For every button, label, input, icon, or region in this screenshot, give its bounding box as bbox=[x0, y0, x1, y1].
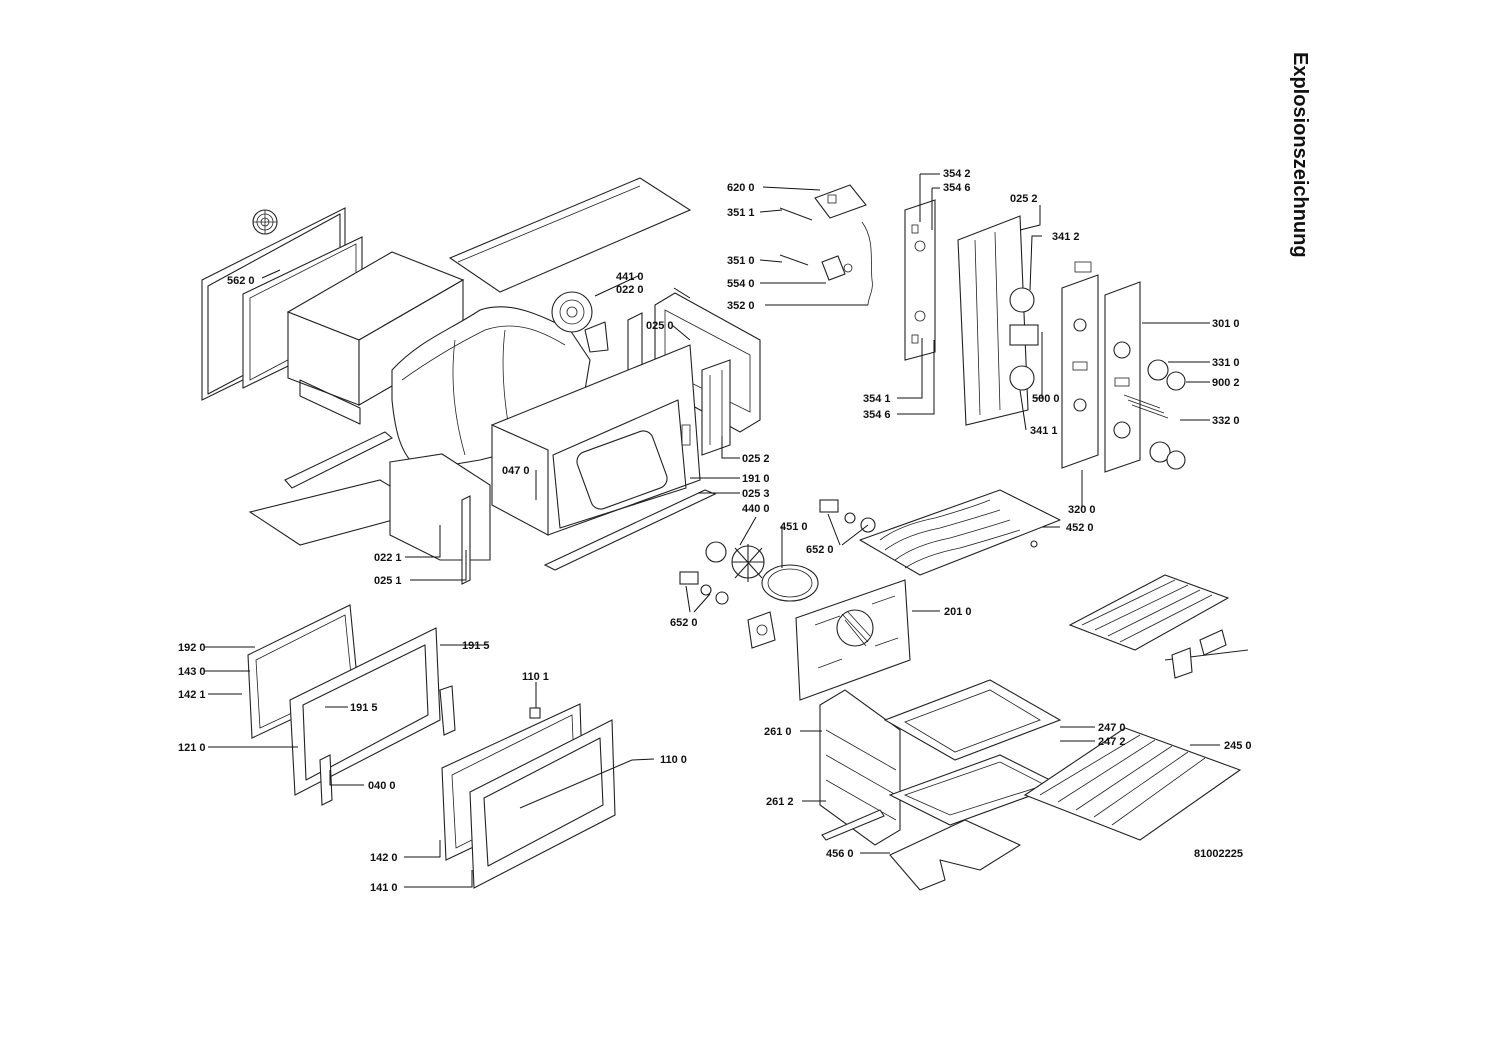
part-label: 110 0 bbox=[660, 754, 687, 766]
part-label: 022 0 bbox=[616, 284, 644, 296]
part-label: 351 0 bbox=[727, 255, 755, 267]
part-label: 620 0 bbox=[727, 182, 755, 194]
part-label: 320 0 bbox=[1068, 504, 1096, 516]
drawing-title: Explosionszeichnung bbox=[1289, 52, 1311, 258]
fan-cover-part bbox=[795, 579, 911, 701]
glass-fascia-part bbox=[1104, 281, 1141, 473]
part-label: 245 0 bbox=[1224, 740, 1252, 752]
roasting-pan-part bbox=[883, 679, 1062, 761]
part-label: 022 1 bbox=[374, 552, 402, 564]
part-label: 500 0 bbox=[1032, 393, 1060, 405]
part-label: 192 0 bbox=[178, 642, 206, 654]
part-label: 142 1 bbox=[178, 689, 206, 701]
part-label: 351 1 bbox=[727, 207, 755, 219]
part-label: 025 2 bbox=[1010, 193, 1038, 205]
part-label: 332 0 bbox=[1212, 415, 1240, 427]
control-bracket-part bbox=[904, 199, 936, 361]
part-label: 352 0 bbox=[727, 300, 755, 312]
door-frame-part bbox=[289, 627, 456, 806]
bottom-element-part bbox=[889, 819, 1021, 891]
bottom-rail-part bbox=[543, 489, 717, 571]
floor-plate-part bbox=[248, 431, 432, 546]
cable-part bbox=[861, 221, 873, 306]
control-knob-part bbox=[1123, 359, 1186, 470]
part-label: 191 5 bbox=[462, 640, 490, 652]
part-label: 900 2 bbox=[1212, 377, 1240, 389]
part-label: 040 0 bbox=[368, 780, 396, 792]
part-label: 025 2 bbox=[742, 453, 770, 465]
thermostat-part bbox=[747, 611, 776, 649]
door-outer-part bbox=[469, 719, 633, 889]
part-label: 456 0 bbox=[826, 848, 854, 860]
drawing-number: 81002225 bbox=[1194, 848, 1243, 860]
part-label: 142 0 bbox=[370, 852, 398, 864]
wire-shelf-part bbox=[1023, 727, 1242, 841]
part-label: 261 0 bbox=[764, 726, 792, 738]
outer-housing-part bbox=[286, 251, 465, 425]
part-label: 441 0 bbox=[616, 271, 644, 283]
part-label: 025 3 bbox=[742, 488, 770, 500]
part-label: 025 1 bbox=[374, 575, 402, 587]
upper-grid-part bbox=[1068, 574, 1230, 651]
part-label: 652 0 bbox=[806, 544, 834, 556]
grill-element-part bbox=[859, 489, 1061, 576]
part-label: 141 0 bbox=[370, 882, 398, 894]
side-rail-part bbox=[701, 359, 731, 456]
oven-parts-artwork bbox=[201, 177, 1249, 891]
part-label: 247 2 bbox=[1098, 736, 1126, 748]
part-label: 440 0 bbox=[742, 503, 770, 515]
ring-element-part bbox=[761, 564, 819, 602]
part-label: 143 0 bbox=[178, 666, 206, 678]
part-number-labels: 562 0 441 0 022 0 025 0 025 2 191 0 025 … bbox=[178, 168, 1252, 894]
side-panel-part bbox=[389, 453, 491, 585]
toggle-switch-part bbox=[779, 207, 813, 266]
skewer-part bbox=[1164, 629, 1249, 679]
part-label: 121 0 bbox=[178, 742, 206, 754]
part-label: 354 2 bbox=[943, 168, 971, 180]
part-label: 301 0 bbox=[1212, 318, 1240, 330]
part-label: 191 0 bbox=[742, 473, 770, 485]
control-module-part bbox=[814, 184, 867, 219]
rotary-switch-part bbox=[821, 255, 853, 281]
part-label: 201 0 bbox=[944, 606, 972, 618]
part-label: 451 0 bbox=[780, 521, 808, 533]
fan-blade-part bbox=[705, 541, 765, 582]
part-label: 652 0 bbox=[670, 617, 698, 629]
top-cover-part bbox=[448, 177, 692, 293]
part-label: 354 6 bbox=[863, 409, 891, 421]
front-fascia-part bbox=[1061, 261, 1099, 469]
fan-guard-part bbox=[252, 209, 278, 235]
part-label: 562 0 bbox=[227, 275, 255, 287]
part-label: 025 0 bbox=[646, 320, 674, 332]
part-label: 047 0 bbox=[502, 465, 530, 477]
control-frame-part bbox=[957, 215, 1039, 426]
part-label: 554 0 bbox=[727, 278, 755, 290]
hinge-part bbox=[529, 707, 541, 719]
part-label: 247 0 bbox=[1098, 722, 1126, 734]
fan-motor-part bbox=[551, 291, 609, 353]
part-label: 331 0 bbox=[1212, 357, 1240, 369]
part-label: 341 1 bbox=[1030, 425, 1058, 437]
leader-lines bbox=[205, 173, 1220, 888]
oven-cavity-part bbox=[491, 344, 701, 536]
side-rack-part bbox=[819, 689, 901, 846]
part-label: 110 1 bbox=[522, 671, 549, 683]
part-label: 354 6 bbox=[943, 182, 971, 194]
switch-set-part bbox=[679, 571, 729, 605]
part-label: 452 0 bbox=[1066, 522, 1094, 534]
part-label: 191 5 bbox=[350, 702, 378, 714]
part-label: 261 2 bbox=[766, 796, 794, 808]
shelf-rail-part bbox=[821, 809, 885, 841]
part-label: 354 1 bbox=[863, 393, 891, 405]
part-label: 341 2 bbox=[1052, 231, 1080, 243]
